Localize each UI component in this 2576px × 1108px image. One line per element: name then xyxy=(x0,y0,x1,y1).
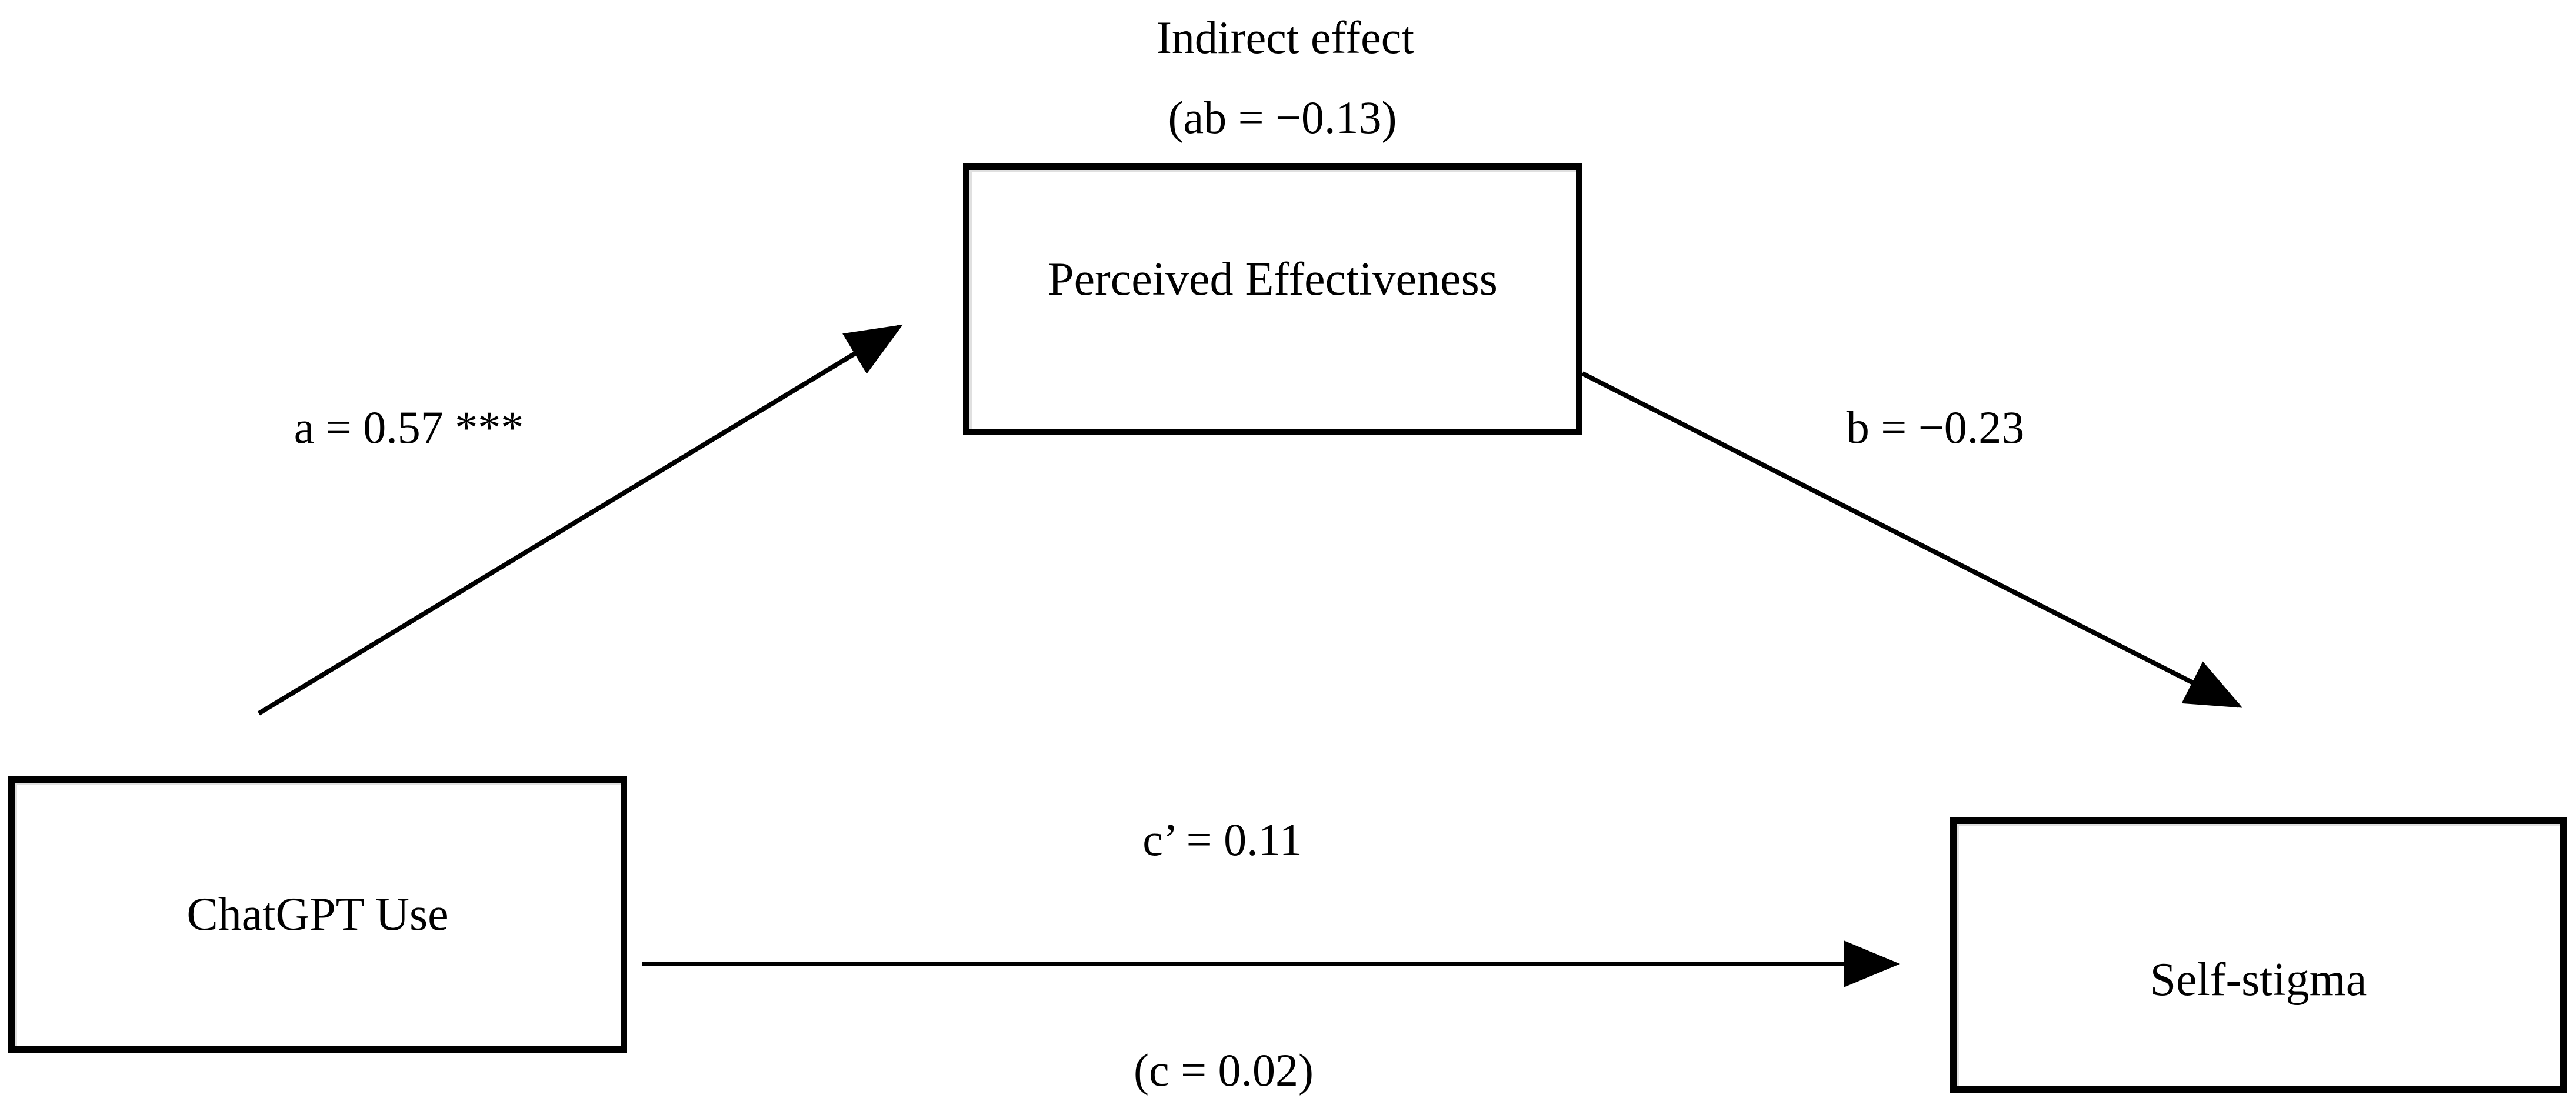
node-chatgpt-use-label: ChatGPT Use xyxy=(186,889,449,940)
path-b-label: b = −0.23 xyxy=(1846,402,2025,453)
node-self-stigma: Self-stigma xyxy=(1950,817,2567,1093)
node-perceived-effectiveness: Perceived Effectiveness xyxy=(963,163,1582,435)
path-c-prime-label: c’ = 0.11 xyxy=(1142,814,1302,866)
indirect-effect-value: (ab = −0.13) xyxy=(1168,92,1397,143)
path-c-total-label: (c = 0.02) xyxy=(1133,1044,1314,1096)
indirect-effect-title: Indirect effect xyxy=(1156,12,1415,64)
node-self-stigma-label: Self-stigma xyxy=(2150,954,2367,1006)
node-perceived-effectiveness-label: Perceived Effectiveness xyxy=(1048,253,1498,305)
path-a-arrow xyxy=(257,324,903,716)
path-b-arrow xyxy=(1581,371,2243,708)
node-chatgpt-use: ChatGPT Use xyxy=(8,776,627,1053)
path-a-label: a = 0.57 *** xyxy=(294,402,524,453)
